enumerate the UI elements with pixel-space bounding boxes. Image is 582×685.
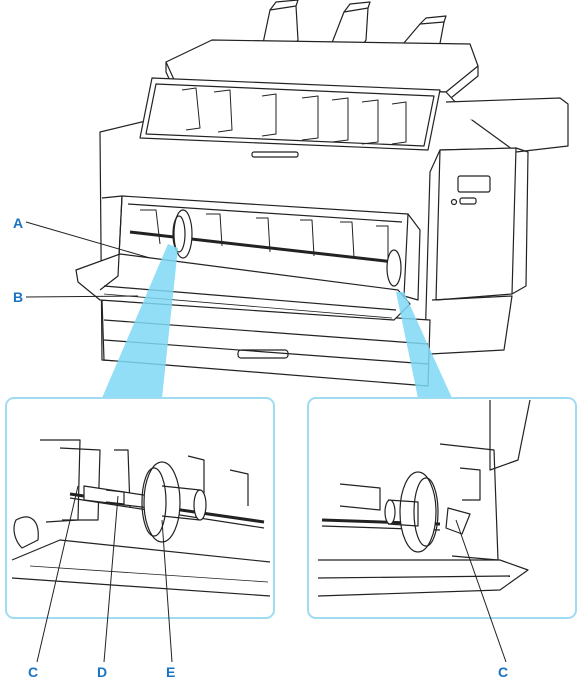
label-e: E bbox=[166, 664, 176, 680]
label-b: B bbox=[13, 289, 24, 305]
callout-beams bbox=[102, 244, 452, 398]
label-d: D bbox=[97, 664, 108, 680]
leader-lines-top bbox=[25, 221, 151, 298]
label-c-left: C bbox=[28, 664, 39, 680]
leader-lines-bottom bbox=[36, 485, 507, 663]
label-a: A bbox=[13, 215, 24, 231]
detail-panel-right bbox=[307, 397, 577, 619]
detail-panel-left bbox=[5, 397, 275, 619]
printer-illustration bbox=[75, 0, 569, 387]
label-c-right: C bbox=[498, 664, 509, 680]
